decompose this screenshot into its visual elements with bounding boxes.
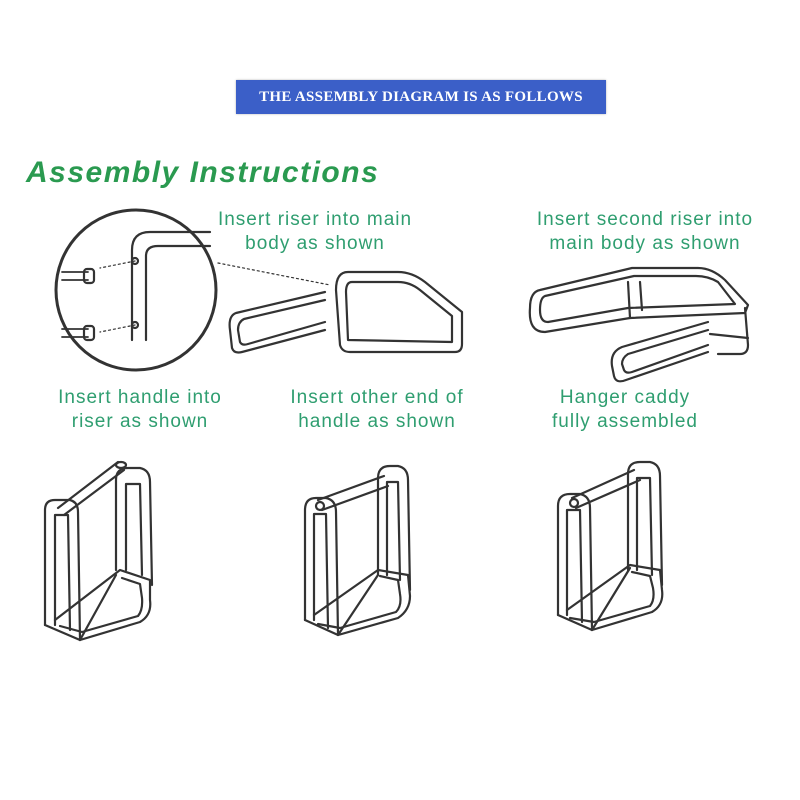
caption-step-1-line-1: Insert riser into main: [217, 209, 413, 230]
step-4-illustration: [303, 464, 412, 637]
caption-step-2-line-2: main body as shown: [549, 233, 741, 254]
banner-text: THE ASSEMBLY DIAGRAM IS AS FOLLOWS: [259, 88, 583, 105]
caption-step-1-line-2: body as shown: [245, 233, 385, 254]
caption-step-5-line-2: fully assembled: [552, 411, 698, 432]
caption-step-3-line-2: riser as shown: [71, 411, 209, 432]
page-heading: Assembly Instructions: [26, 156, 380, 189]
caption-step-3: Insert handle into riser as shown: [50, 386, 230, 434]
step-3-illustration: [43, 460, 154, 642]
title-banner: THE ASSEMBLY DIAGRAM IS AS FOLLOWS: [236, 80, 606, 114]
caption-step-3-line-1: Insert handle into: [58, 387, 222, 408]
caption-step-1: Insert riser into main body as shown: [210, 208, 420, 256]
caption-step-5: Hanger caddy fully assembled: [540, 386, 710, 434]
detail-zoom-circle: [54, 208, 218, 372]
detail-leader-line: [217, 262, 331, 286]
step-1-illustration: [228, 270, 464, 354]
step-5-illustration: [556, 460, 664, 632]
caption-step-4: Insert other end of handle as shown: [282, 386, 472, 434]
caption-step-5-line-1: Hanger caddy: [559, 387, 691, 408]
step-2-illustration: [528, 266, 750, 383]
caption-step-4-line-1: Insert other end of: [290, 387, 464, 408]
caption-step-2-line-1: Insert second riser into: [536, 209, 754, 230]
caption-step-4-line-2: handle as shown: [298, 411, 456, 432]
caption-step-2: Insert second riser into main body as sh…: [530, 208, 760, 256]
